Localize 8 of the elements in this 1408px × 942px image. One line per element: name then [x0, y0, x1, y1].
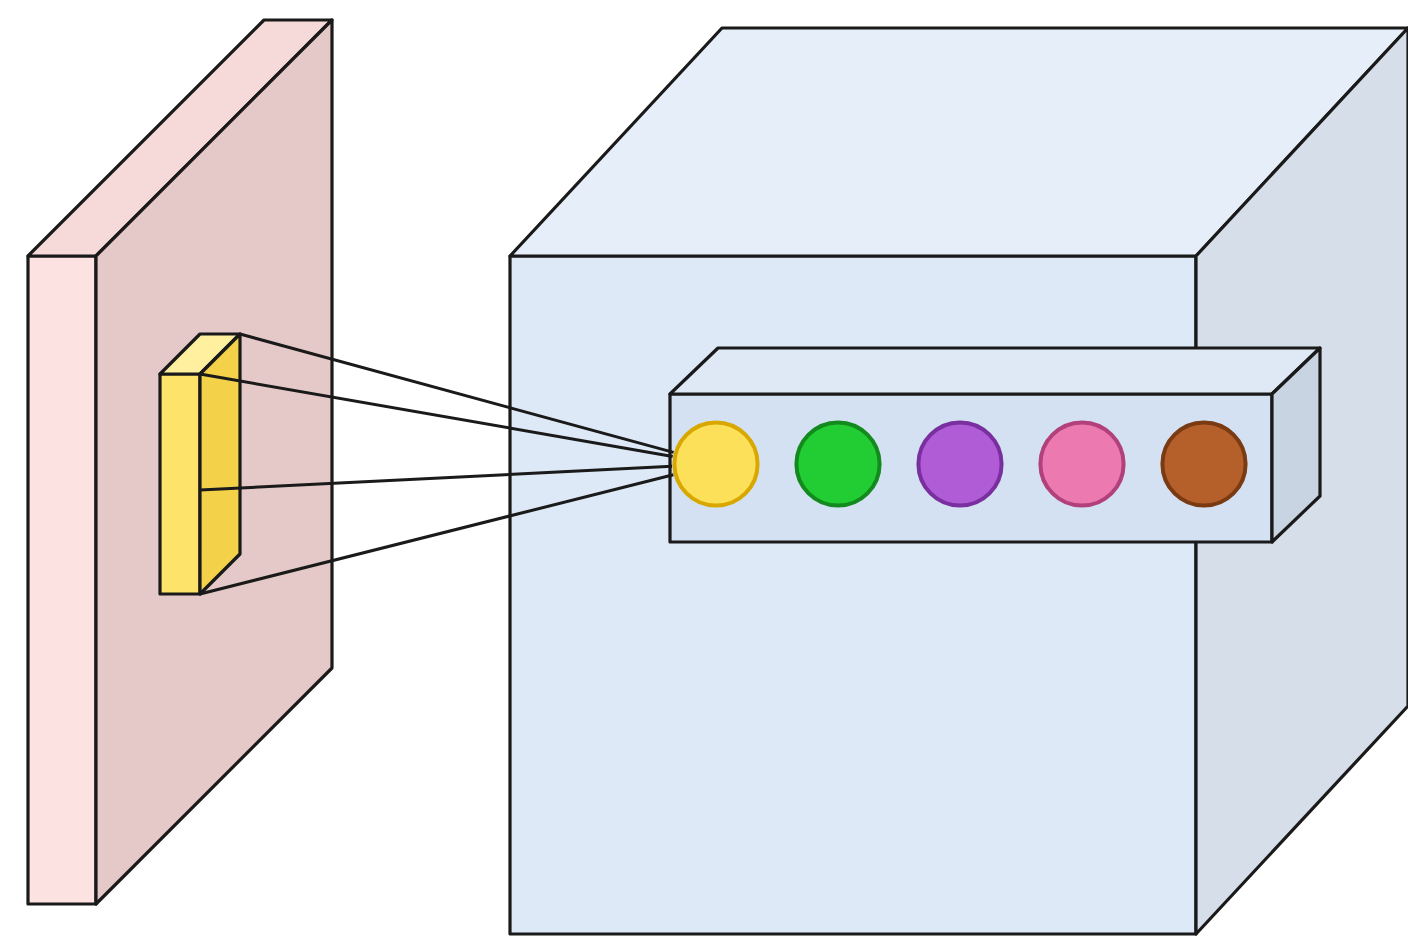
connection-line	[199, 464, 673, 492]
connection-line	[239, 332, 674, 454]
neuron-circle	[794, 420, 882, 508]
neuron-circle	[672, 420, 760, 508]
neuron-circle	[1038, 420, 1126, 508]
neuron-circle	[916, 420, 1004, 508]
neuron-circle	[1160, 420, 1248, 508]
connection-line	[199, 473, 674, 596]
